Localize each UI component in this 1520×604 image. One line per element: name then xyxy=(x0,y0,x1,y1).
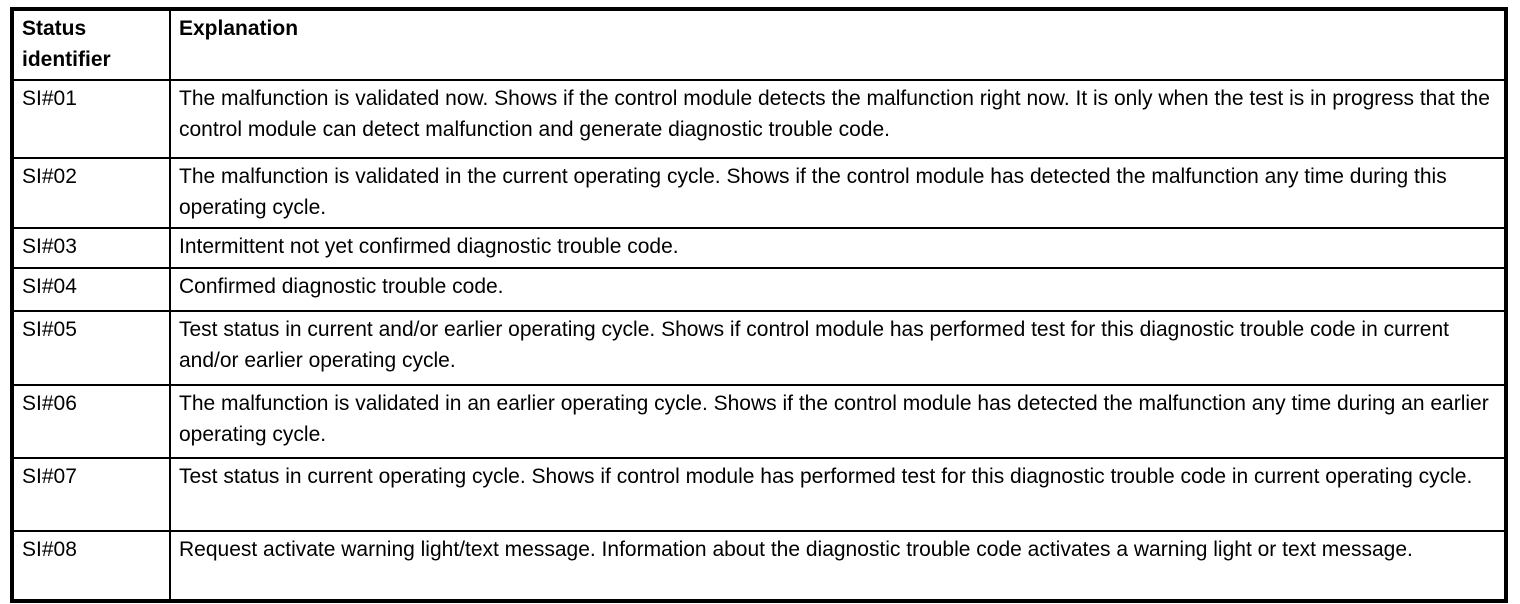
status-identifier-cell: SI#07 xyxy=(11,457,171,532)
status-identifier-cell: SI#05 xyxy=(11,310,171,386)
explanation-cell: Test status in current and/or earlier op… xyxy=(169,310,1507,386)
explanation-column-header: Explanation xyxy=(169,8,1507,81)
status-identifier-cell: SI#08 xyxy=(11,530,171,602)
explanation-cell: The malfunction is validated now. Shows … xyxy=(169,79,1507,159)
explanation-cell: The malfunction is validated in an earli… xyxy=(169,384,1507,459)
status-identifier-cell: SI#06 xyxy=(11,384,171,459)
status-identifier-column-header: Status identifier xyxy=(11,8,171,81)
table-header-row: Status identifier Explanation xyxy=(11,8,1507,81)
explanation-cell: Confirmed diagnostic trouble code. xyxy=(169,267,1507,312)
explanation-cell: Intermittent not yet confirmed diagnosti… xyxy=(169,227,1507,269)
explanation-cell: Test status in current operating cycle. … xyxy=(169,457,1507,532)
status-identifier-cell: SI#03 xyxy=(11,227,171,269)
explanation-cell: The malfunction is validated in the curr… xyxy=(169,157,1507,229)
explanation-cell: Request activate warning light/text mess… xyxy=(169,530,1507,602)
status-identifier-cell: SI#02 xyxy=(11,157,171,229)
status-identifier-cell: SI#01 xyxy=(11,79,171,159)
status-identifier-cell: SI#04 xyxy=(11,267,171,312)
